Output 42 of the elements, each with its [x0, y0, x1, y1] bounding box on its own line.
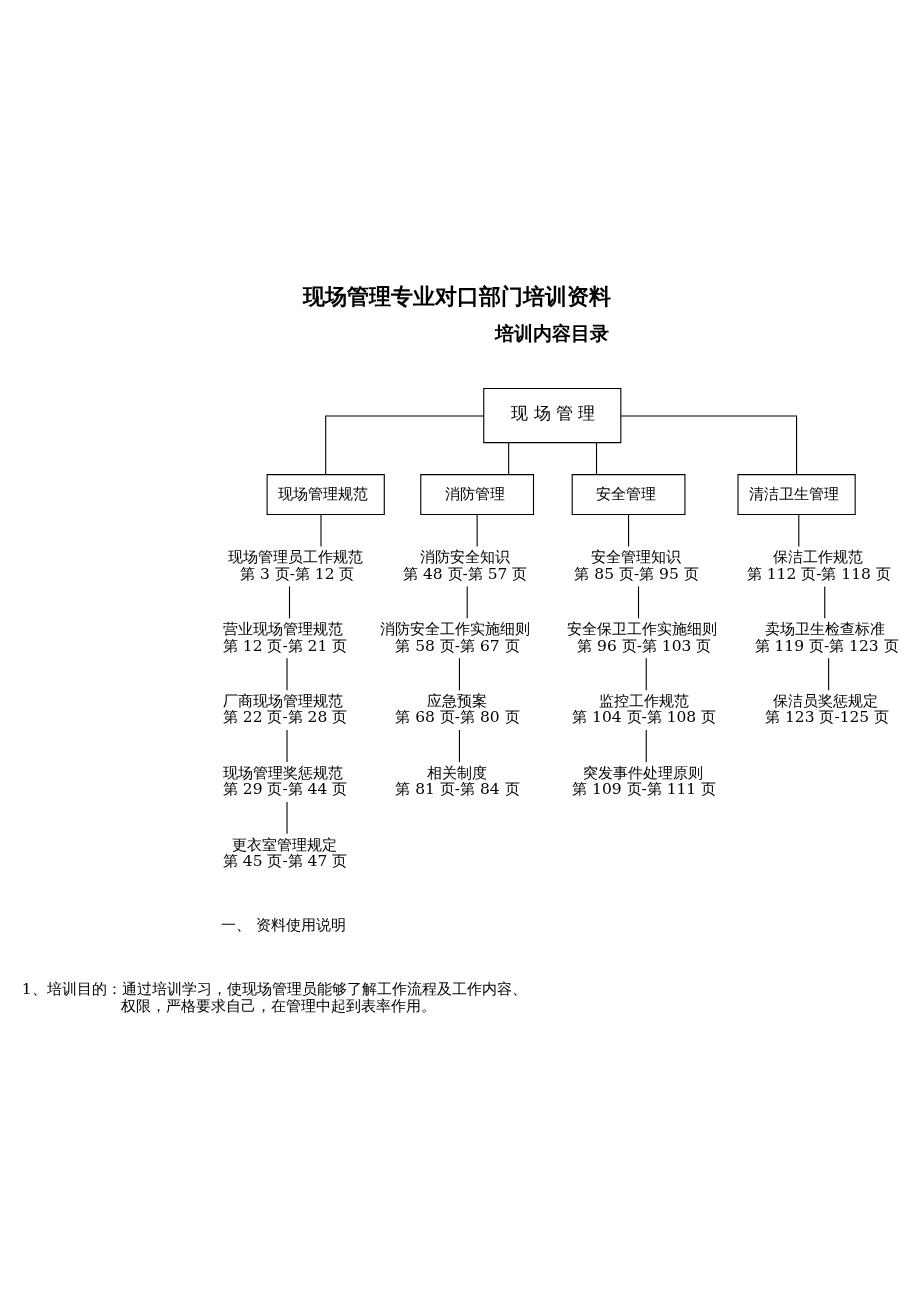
- connector: [476, 513, 478, 547]
- connector: [325, 415, 485, 475]
- connector: [824, 585, 826, 619]
- node-text: 消防安全知识 第 48 页-第 57 页: [403, 547, 528, 583]
- node-text: 突发事件处理原则 第 109 页-第 111 页: [572, 763, 717, 798]
- node-text: 安全保卫工作实施细则 第 96 页-第 103 页: [567, 619, 718, 655]
- node-box: 现场管理规范: [266, 473, 385, 515]
- node-text: 现场管理员工作规范 第 3 页-第 12 页: [227, 547, 363, 583]
- node-text: 卖场卫生检查标准 第 119 页-第 123 页: [754, 619, 899, 655]
- node-box: 安全管理: [571, 473, 686, 515]
- node-text: 保洁工作规范 第 112 页-第 118 页: [746, 547, 891, 583]
- node-box: 消防管理: [420, 473, 535, 515]
- node-text: 监控工作规范 第 104 页-第 108 页: [572, 691, 717, 726]
- connector: [466, 585, 468, 619]
- label: 1、培训目的：通过培训学习，使现场管理员能够了解工作流程及工作内容、权限，严格要求自己，在管理中起到表率作用。: [21, 979, 527, 1015]
- connector: [508, 441, 510, 475]
- node-text: 应急预案 第 68 页-第 80 页: [395, 691, 520, 726]
- connector: [628, 513, 630, 547]
- label: 培训内容目录: [494, 322, 609, 344]
- node-text: 营业现场管理规范 第 12 页-第 21 页: [222, 619, 348, 655]
- connector: [798, 513, 800, 547]
- node-text: 安全管理知识 第 85 页-第 95 页: [574, 547, 699, 583]
- connector: [828, 657, 830, 691]
- diagram-title: 现场管理专业对口部门培训资料: [303, 282, 612, 309]
- connector: [458, 657, 460, 691]
- connector: [645, 729, 647, 763]
- label: 一、 资料使用说明: [221, 915, 347, 934]
- connector: [620, 415, 798, 475]
- node-text: 厂商现场管理规范 第 22 页-第 28 页: [222, 691, 348, 726]
- connector: [637, 585, 640, 619]
- connector: [288, 585, 291, 619]
- node-text: 相关制度 第 81 页-第 84 页: [395, 763, 520, 798]
- node-box: 清洁卫生管理: [737, 473, 856, 515]
- connector: [320, 513, 322, 547]
- node-box: 现 场 管 理: [483, 387, 622, 443]
- connector: [595, 441, 598, 475]
- node-text: 保洁员奖惩规定 第 123 页-125 页: [765, 691, 890, 726]
- node-text: 消防安全工作实施细则 第 58 页-第 67 页: [380, 619, 531, 655]
- connector: [645, 657, 647, 691]
- node-text: 现场管理奖惩规范 第 29 页-第 44 页: [222, 763, 348, 798]
- node-text: 更衣室管理规定 第 45 页-第 47 页: [222, 835, 348, 870]
- connector: [458, 729, 460, 763]
